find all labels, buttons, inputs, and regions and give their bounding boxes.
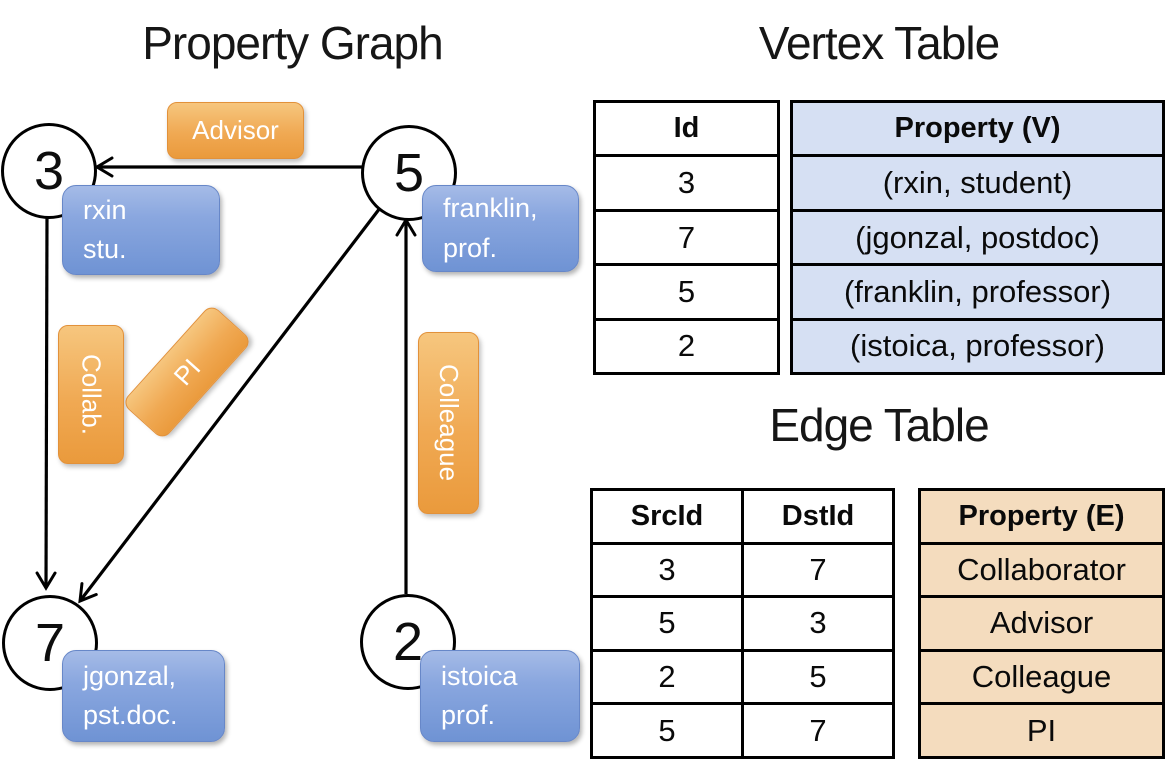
property-graph-title: Property Graph xyxy=(142,17,443,69)
edge-label-advisor: Advisor xyxy=(167,102,304,159)
vertex-table-title: Vertex Table xyxy=(758,17,1000,69)
vertex-property-line: prof. xyxy=(441,700,496,730)
vertex-property-box-rxin: rxin stu. xyxy=(62,185,220,275)
table-row: (franklin, professor) xyxy=(793,263,1162,317)
vertex-table-header-property: Property (V) xyxy=(894,112,1061,145)
edge-srcid-cell: 3 xyxy=(658,551,676,587)
edge-label-text: Collab. xyxy=(76,354,107,435)
vertex-id-cell: 5 xyxy=(677,273,696,309)
vertex-property-line: jgonzal, xyxy=(83,660,177,691)
edge-table-id-columns: SrcId DstId 3 7 5 3 2 5 5 7 xyxy=(590,488,895,759)
vertex-property-line: stu. xyxy=(83,234,127,264)
vertex-property-line: franklin, xyxy=(443,193,538,224)
edge-table-header-srcid: SrcId xyxy=(630,499,704,532)
edge-dstid-cell: 3 xyxy=(741,598,892,649)
node-2-id: 2 xyxy=(392,612,424,672)
table-row: 7 xyxy=(596,208,777,263)
edge-dstid-cell: 5 xyxy=(741,651,892,703)
node-5-id: 5 xyxy=(393,143,425,203)
vertex-property-line: rxin xyxy=(83,194,127,225)
edge-label-collab: Collab. xyxy=(58,325,124,464)
table-row: Colleague xyxy=(921,648,1162,703)
edge-label-pi: PI xyxy=(121,303,253,441)
table-row: 5 7 xyxy=(593,702,892,756)
vertex-property-box-istoica: istoica prof. xyxy=(420,650,580,742)
vertex-property-box-franklin: franklin, prof. xyxy=(422,185,579,272)
edge-property-cell: Collaborator xyxy=(957,551,1126,587)
edge-srcid-cell: 5 xyxy=(658,605,676,641)
vertex-property-box-jgonzal: jgonzal, pst.doc. xyxy=(62,650,225,742)
vertex-property-cell: (rxin, student) xyxy=(882,165,1073,201)
vertex-table-header-row: Property (V) xyxy=(793,103,1162,154)
vertex-property-cell: (jgonzal, postdoc) xyxy=(855,219,1100,255)
edge-dstid-cell: 7 xyxy=(741,705,892,756)
node-7-id: 7 xyxy=(34,613,66,673)
edge-table-title: Edge Table xyxy=(769,399,989,451)
table-row: 3 xyxy=(596,154,777,208)
edge-table-header-row: SrcId DstId xyxy=(593,491,892,542)
vertex-property-cell: (istoica, professor) xyxy=(850,328,1105,364)
edge-label-text: PI xyxy=(167,352,206,391)
edge-table-header-row: Property (E) xyxy=(921,491,1162,542)
vertex-id-cell: 7 xyxy=(677,219,696,255)
edge-table-property-column: Property (E) Collaborator Advisor Collea… xyxy=(918,488,1165,759)
table-row: 3 7 xyxy=(593,541,892,596)
table-row: PI xyxy=(921,702,1162,756)
vertex-property-line: pst.doc. xyxy=(83,700,178,730)
edge-srcid-cell: 2 xyxy=(658,659,676,695)
edge-table-header-property: Property (E) xyxy=(958,499,1125,532)
edge-collaborator-3-to-7 xyxy=(35,213,57,591)
vertex-property-line: prof. xyxy=(443,232,498,263)
vertex-property-line: istoica xyxy=(441,660,518,691)
vertex-id-cell: 3 xyxy=(677,165,696,201)
vertex-table-header-row: Id xyxy=(596,103,777,154)
edge-srcid-cell: 5 xyxy=(658,712,676,748)
table-row: Collaborator xyxy=(921,541,1162,596)
vertex-table-header-id: Id xyxy=(673,112,700,145)
table-row: 2 xyxy=(596,317,777,372)
vertex-table-property-column: Property (V) (rxin, student) (jgonzal, p… xyxy=(790,100,1165,375)
vertex-property-cell: (franklin, professor) xyxy=(843,273,1112,309)
graph-node-3: 3 xyxy=(1,123,97,219)
edge-property-cell: Colleague xyxy=(971,659,1112,695)
edge-label-text: Colleague xyxy=(434,364,464,482)
edge-label-colleague: Colleague xyxy=(418,332,479,514)
table-row: Advisor xyxy=(921,595,1162,649)
table-row: (istoica, professor) xyxy=(793,317,1162,372)
node-3-id: 3 xyxy=(33,141,65,201)
table-row: 5 xyxy=(596,263,777,317)
graph-node-5: 5 xyxy=(361,125,457,221)
table-row: (rxin, student) xyxy=(793,154,1162,208)
table-row: (jgonzal, postdoc) xyxy=(793,208,1162,263)
edge-property-cell: Advisor xyxy=(989,605,1094,641)
vertex-table-id-column: Id 3 7 5 2 xyxy=(593,100,780,375)
edge-label-text: Advisor xyxy=(192,115,279,145)
edge-table-header-dstid: DstId xyxy=(741,491,892,542)
table-row: 2 5 xyxy=(593,648,892,703)
edge-dstid-cell: 7 xyxy=(741,544,892,596)
table-row: 5 3 xyxy=(593,595,892,649)
vertex-id-cell: 2 xyxy=(677,328,696,364)
edge-property-cell: PI xyxy=(1026,712,1057,748)
